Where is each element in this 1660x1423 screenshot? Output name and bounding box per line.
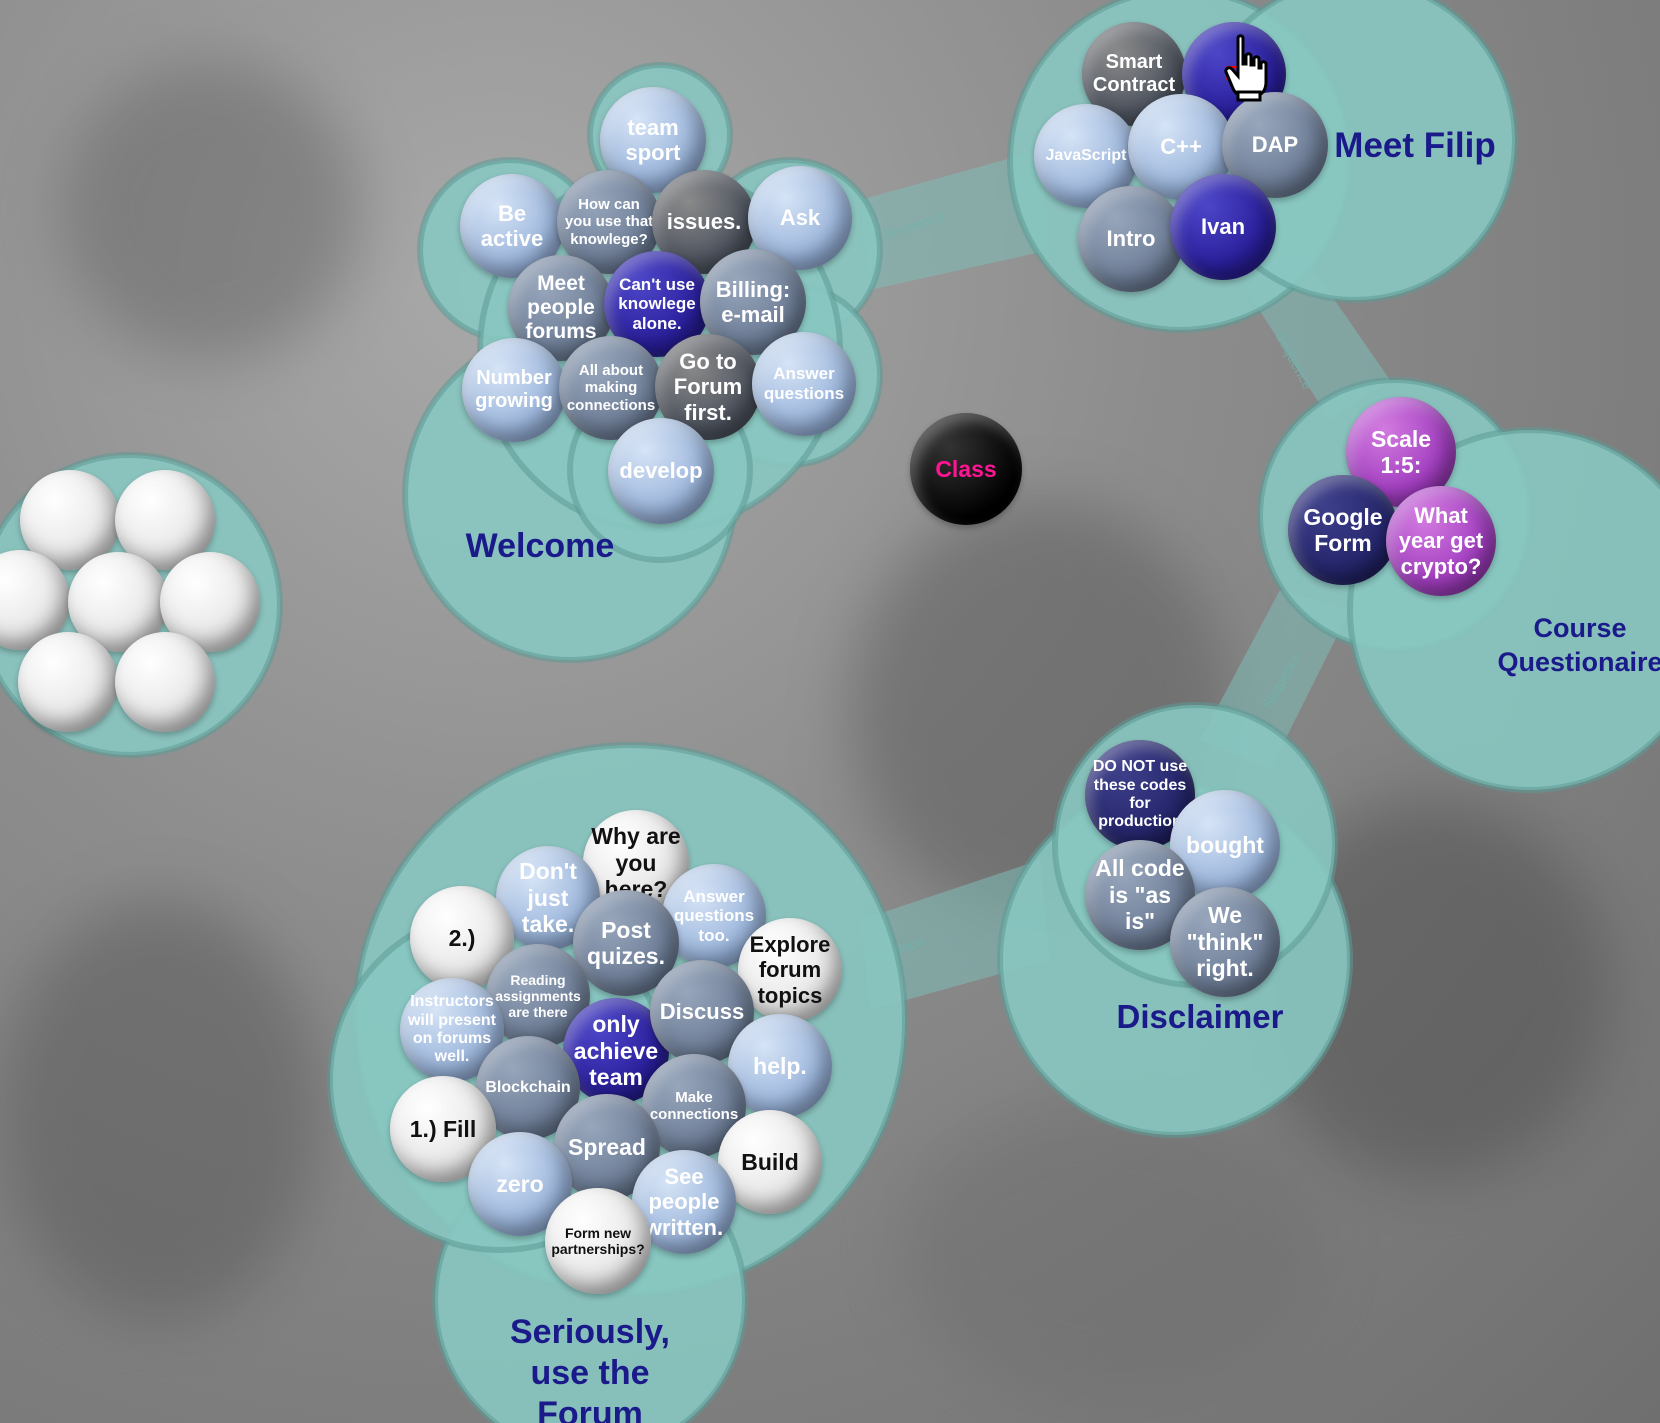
forum-node[interactable]: Answer questions too. xyxy=(662,864,766,968)
meet-node[interactable]: Ivan xyxy=(1170,174,1276,280)
welcome-node[interactable]: Answer questions xyxy=(752,332,856,436)
forum-title: Seriously, use the Forum xyxy=(510,1313,670,1423)
link-label: Sequence xyxy=(1259,649,1304,712)
white-node[interactable] xyxy=(115,632,215,732)
welcome-title: Welcome xyxy=(465,527,615,565)
welcome-node[interactable]: All about making connections xyxy=(559,336,663,440)
disclaimer-node[interactable]: We "think" right. xyxy=(1170,887,1280,997)
meet-title: Meet Filip xyxy=(1334,126,1496,165)
link-course-disclaimer xyxy=(1200,590,1350,770)
course-node[interactable]: What year get crypto? xyxy=(1386,486,1496,596)
link-welcome-meet xyxy=(860,150,1050,290)
course-node[interactable]: Google Form xyxy=(1288,475,1398,585)
link-label: Sequence xyxy=(1272,329,1316,392)
forum-node[interactable]: Form new partnerships? xyxy=(545,1188,651,1294)
link-disclaimer-forum xyxy=(860,860,1050,1010)
bg-shade xyxy=(60,60,360,360)
forum-node[interactable]: zero xyxy=(468,1132,572,1236)
bg-shade xyxy=(900,1100,1320,1400)
link-label: Sequence xyxy=(881,208,946,243)
forum-node[interactable]: Explore forum topics xyxy=(738,918,842,1022)
course-title: Course Questionaire xyxy=(1497,613,1660,677)
welcome-node[interactable]: develop xyxy=(608,418,714,524)
bg-shade xyxy=(0,900,320,1320)
link-meet-course xyxy=(1240,250,1390,420)
white-node[interactable] xyxy=(18,632,118,732)
class-node[interactable]: Class xyxy=(910,413,1022,525)
disclaimer-title: Disclaimer xyxy=(1116,998,1284,1035)
meet-node[interactable]: Intro xyxy=(1078,186,1184,292)
hand-cursor-icon xyxy=(1224,34,1268,102)
welcome-node[interactable]: Number growing xyxy=(462,338,566,442)
link-label: Sequence xyxy=(861,933,926,968)
bg-shade xyxy=(1250,800,1610,1180)
